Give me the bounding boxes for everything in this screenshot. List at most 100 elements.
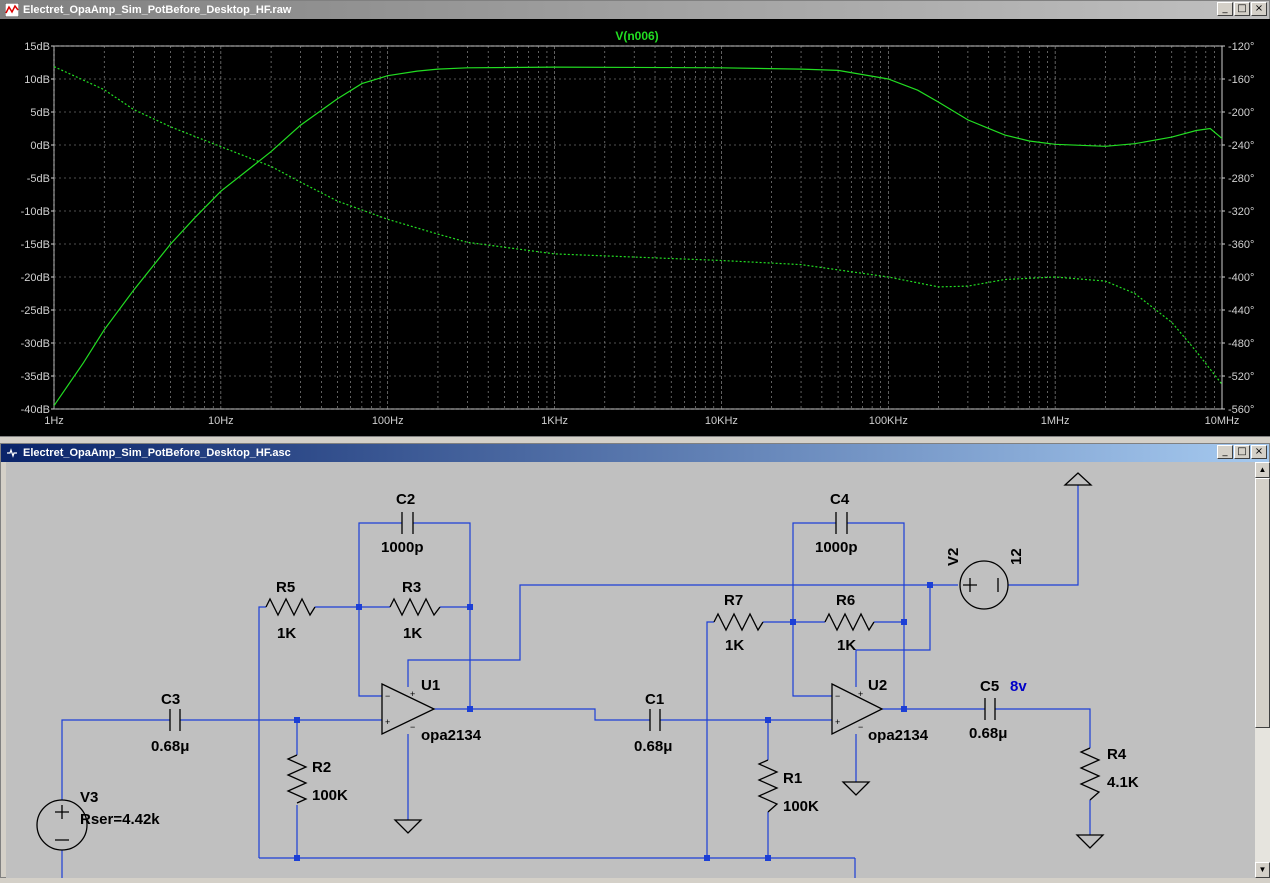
r5-value: 1K: [277, 625, 296, 642]
plot-axes: 15dB10dB5dB0dB-5dB-10dB-15dB-20dB-25dB-3…: [21, 41, 1255, 427]
c5-name: C5: [980, 678, 999, 695]
y-right-tick-label: -440°: [1228, 305, 1254, 317]
y-left-tick-label: -40dB: [21, 404, 50, 416]
svg-text:−: −: [858, 722, 863, 732]
minimize-button[interactable]: _: [1217, 2, 1233, 16]
y-right-tick-label: -160°: [1228, 74, 1254, 86]
v3-name: V3: [80, 789, 98, 806]
r6-name: R6: [836, 592, 855, 609]
capacitor-c3-symbol: [169, 709, 181, 731]
r2-name: R2: [312, 759, 331, 776]
waveform-app-icon: [5, 3, 19, 17]
u2-value: opa2134: [868, 727, 929, 744]
voltage-source-v2-symbol: [959, 560, 1009, 610]
x-tick-label: 100Hz: [372, 415, 404, 427]
x-tick-label: 1MHz: [1041, 415, 1070, 427]
r6-value: 1K: [837, 637, 856, 654]
r5-name: R5: [276, 579, 295, 596]
svg-text:−: −: [385, 691, 390, 701]
ground-symbol-u2: [841, 781, 871, 796]
maximize-button[interactable]: □: [1234, 2, 1250, 16]
u1-name: U1: [421, 677, 440, 694]
x-tick-label: 10KHz: [705, 415, 738, 427]
y-left-tick-label: -25dB: [21, 305, 50, 317]
schematic-vertical-scrollbar[interactable]: ▲ ▼: [1255, 462, 1270, 878]
svg-text:+: +: [410, 689, 415, 699]
capacitor-c4-symbol: [835, 512, 848, 534]
close-button[interactable]: ×: [1251, 2, 1267, 16]
y-right-tick-label: -520°: [1228, 371, 1254, 383]
resistor-r2-symbol: [286, 754, 308, 804]
opamp-pin-signs: −+ +− −+ +−: [385, 689, 863, 732]
wires: [61, 485, 1091, 878]
close-button[interactable]: ×: [1251, 445, 1267, 459]
v2-value: 12: [1008, 548, 1025, 565]
bode-plot[interactable]: 15dB10dB5dB0dB-5dB-10dB-15dB-20dB-25dB-3…: [0, 19, 1270, 436]
y-right-tick-label: -360°: [1228, 239, 1254, 251]
waveform-window-title: Electret_OpaAmp_Sim_PotBefore_Desktop_HF…: [23, 4, 292, 16]
y-left-tick-label: 15dB: [24, 41, 50, 53]
y-left-tick-label: -20dB: [21, 272, 50, 284]
maximize-button[interactable]: □: [1234, 445, 1250, 459]
opamp-u2-symbol: [831, 682, 884, 736]
y-left-tick-label: 0dB: [30, 140, 50, 152]
resistor-r4-symbol: [1079, 747, 1101, 801]
x-tick-label: 10MHz: [1205, 415, 1240, 427]
y-right-tick-label: -480°: [1228, 338, 1254, 350]
net-label-8v[interactable]: 8v: [1010, 678, 1027, 695]
r1-value: 100K: [783, 798, 819, 815]
r3-name: R3: [402, 579, 421, 596]
v2-name: V2: [945, 548, 962, 566]
x-tick-label: 1Hz: [44, 415, 64, 427]
schematic-drawing[interactable]: −+ +− −+ +− C2 1000p C4 1000p R5 1K R3 1…: [6, 462, 1255, 878]
y-left-tick-label: -10dB: [21, 206, 50, 218]
svg-text:+: +: [835, 717, 840, 727]
u2-name: U2: [868, 677, 887, 694]
c4-value: 1000p: [815, 539, 858, 556]
r1-name: R1: [783, 770, 802, 787]
x-tick-label: 100KHz: [869, 415, 908, 427]
svg-text:−: −: [410, 722, 415, 732]
magnitude-trace[interactable]: [53, 66, 1223, 407]
y-left-tick-label: -15dB: [21, 239, 50, 251]
c2-name: C2: [396, 491, 415, 508]
voltage-source-v3-symbol: [36, 799, 88, 851]
resistor-r6-symbol: [824, 612, 875, 632]
plot-traces[interactable]: [53, 66, 1223, 407]
ground-symbol-u1: [393, 819, 423, 834]
r4-value: 4.1K: [1107, 774, 1139, 791]
waveform-window-titlebar[interactable]: Electret_OpaAmp_Sim_PotBefore_Desktop_HF…: [1, 1, 1269, 19]
supply-arrow-symbol: [1063, 472, 1093, 486]
junctions: [294, 582, 933, 861]
component-labels: C2 1000p C4 1000p R5 1K R3 1K R7 1K R6 1…: [80, 491, 1139, 828]
scrollbar-thumb[interactable]: [1255, 478, 1270, 728]
y-right-tick-label: -560°: [1228, 404, 1254, 416]
r3-value: 1K: [403, 625, 422, 642]
schematic-app-icon: [5, 446, 19, 460]
c3-name: C3: [161, 691, 180, 708]
scroll-down-arrow-icon[interactable]: ▼: [1255, 862, 1270, 878]
minimize-button[interactable]: _: [1217, 445, 1233, 459]
r4-name: R4: [1107, 746, 1127, 763]
phase-trace[interactable]: [53, 66, 1223, 385]
v3-value: Rser=4.42k: [80, 811, 160, 828]
schematic-canvas[interactable]: −+ +− −+ +− C2 1000p C4 1000p R5 1K R3 1…: [6, 462, 1255, 878]
capacitor-c1-symbol: [649, 709, 661, 731]
resistor-r5-symbol: [265, 597, 316, 617]
y-right-tick-label: -240°: [1228, 140, 1254, 152]
c5-value: 0.68μ: [969, 725, 1007, 742]
scroll-up-arrow-icon[interactable]: ▲: [1255, 462, 1270, 478]
y-left-tick-label: -5dB: [27, 173, 50, 185]
trace-label[interactable]: V(n006): [615, 29, 658, 43]
c2-value: 1000p: [381, 539, 424, 556]
r2-value: 100K: [312, 787, 348, 804]
ground-symbol-r4: [1075, 834, 1105, 849]
y-right-tick-label: -200°: [1228, 107, 1254, 119]
capacitor-c2-symbol: [401, 512, 414, 534]
y-right-tick-label: -320°: [1228, 206, 1254, 218]
y-right-tick-label: -280°: [1228, 173, 1254, 185]
c4-name: C4: [830, 491, 850, 508]
schematic-window-titlebar[interactable]: Electret_OpaAmp_Sim_PotBefore_Desktop_HF…: [1, 444, 1269, 462]
u1-value: opa2134: [421, 727, 482, 744]
